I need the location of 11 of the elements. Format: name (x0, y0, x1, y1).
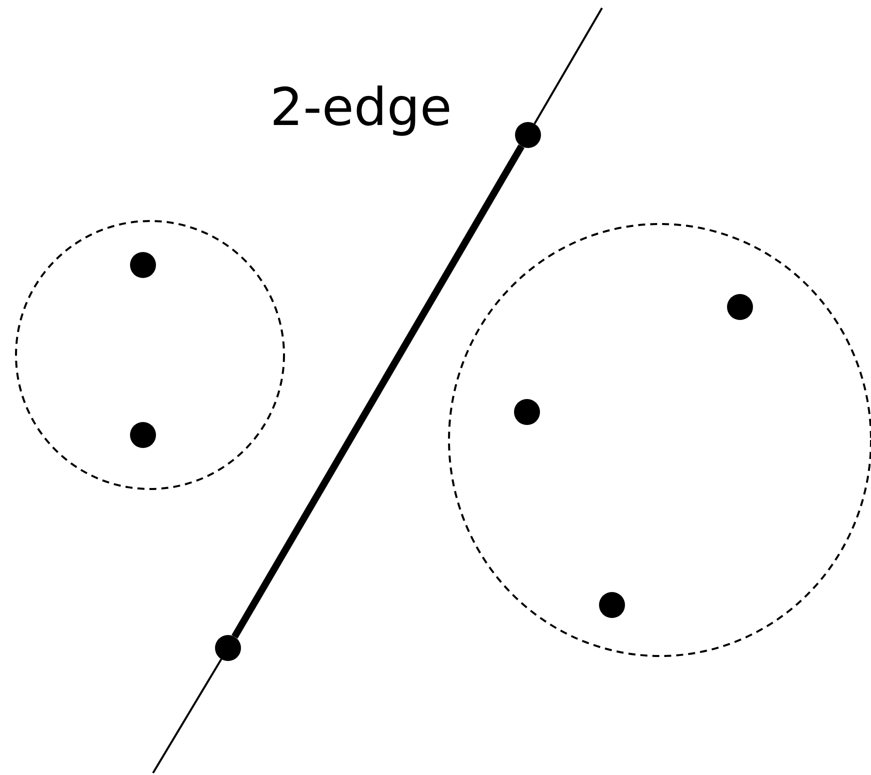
thick-edge-line (232, 144, 524, 639)
group-circle (15, 220, 285, 490)
vertex-dot (599, 592, 625, 618)
edge-line (152, 658, 222, 774)
vertex-dot (515, 122, 541, 148)
vertex-dot (727, 294, 753, 320)
vertex-dot (130, 252, 156, 278)
edge-line (534, 8, 603, 124)
vertex-dot (215, 635, 241, 661)
vertex-dot (514, 399, 540, 425)
vertex-dot (130, 422, 156, 448)
